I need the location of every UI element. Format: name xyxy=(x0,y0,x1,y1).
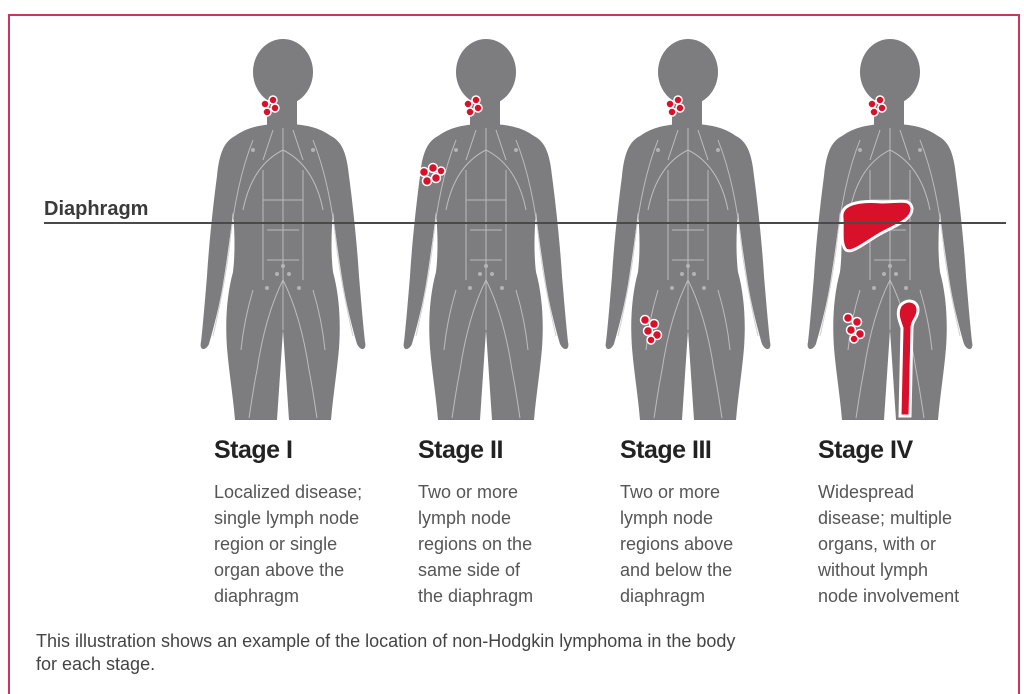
stage-1-desc-line: Localized disease; xyxy=(214,479,414,505)
stage-4-desc-line: node involvement xyxy=(818,583,1018,609)
stage-2-desc-line: same side of xyxy=(418,557,618,583)
stage-4-desc-line: Widespread xyxy=(818,479,1018,505)
body-figure-stage-1 xyxy=(193,30,373,425)
stage-3-title: Stage III xyxy=(620,436,820,465)
stage-3-desc-line: regions above xyxy=(620,531,820,557)
stage-2-desc-line: lymph node xyxy=(418,505,618,531)
stage-2-description: Two or more lymph node regions on the sa… xyxy=(418,479,618,609)
diaphragm-label: Diaphragm xyxy=(44,198,148,221)
stage-2-desc-line: Two or more xyxy=(418,479,618,505)
stage-1-desc-line: organ above the xyxy=(214,557,414,583)
stage-1-desc-line: region or single xyxy=(214,531,414,557)
body-figure-stage-4 xyxy=(800,30,980,425)
stage-2-title: Stage II xyxy=(418,436,618,465)
stage-4-desc-line: organs, with or xyxy=(818,531,1018,557)
diaphragm-line xyxy=(44,222,1006,224)
stage-2-desc-line: the diaphragm xyxy=(418,583,618,609)
body-silhouette-stage-4 xyxy=(800,30,980,425)
stage-3-desc-line: lymph node xyxy=(620,505,820,531)
body-figure-stage-2 xyxy=(396,30,576,425)
caption-line: This illustration shows an example of th… xyxy=(36,630,735,653)
stage-2-desc-line: regions on the xyxy=(418,531,618,557)
body-figure-stage-3 xyxy=(598,30,778,425)
stage-1-desc-line: single lymph node xyxy=(214,505,414,531)
body-silhouette-stage-2 xyxy=(396,30,576,425)
stage-4-desc-line: disease; multiple xyxy=(818,505,1018,531)
body-silhouette-stage-1 xyxy=(193,30,373,425)
stage-4-description: Widespread disease; multiple organs, wit… xyxy=(818,479,1018,609)
figure-caption: This illustration shows an example of th… xyxy=(36,630,735,676)
stage-1-desc-line: diaphragm xyxy=(214,583,414,609)
stage-2-column: Stage II Two or more lymph node regions … xyxy=(418,436,618,609)
stage-4-title: Stage IV xyxy=(818,436,1018,465)
stage-1-title: Stage I xyxy=(214,436,414,465)
stage-1-description: Localized disease; single lymph node reg… xyxy=(214,479,414,609)
stage-3-column: Stage III Two or more lymph node regions… xyxy=(620,436,820,609)
body-silhouette-stage-3 xyxy=(598,30,778,425)
stage-3-desc-line: Two or more xyxy=(620,479,820,505)
caption-line: for each stage. xyxy=(36,653,735,676)
stage-1-column: Stage I Localized disease; single lymph … xyxy=(214,436,414,609)
stage-3-desc-line: and below the xyxy=(620,557,820,583)
stage-4-column: Stage IV Widespread disease; multiple or… xyxy=(818,436,1018,609)
stage-3-desc-line: diaphragm xyxy=(620,583,820,609)
stage-4-desc-line: without lymph xyxy=(818,557,1018,583)
stage-3-description: Two or more lymph node regions above and… xyxy=(620,479,820,609)
